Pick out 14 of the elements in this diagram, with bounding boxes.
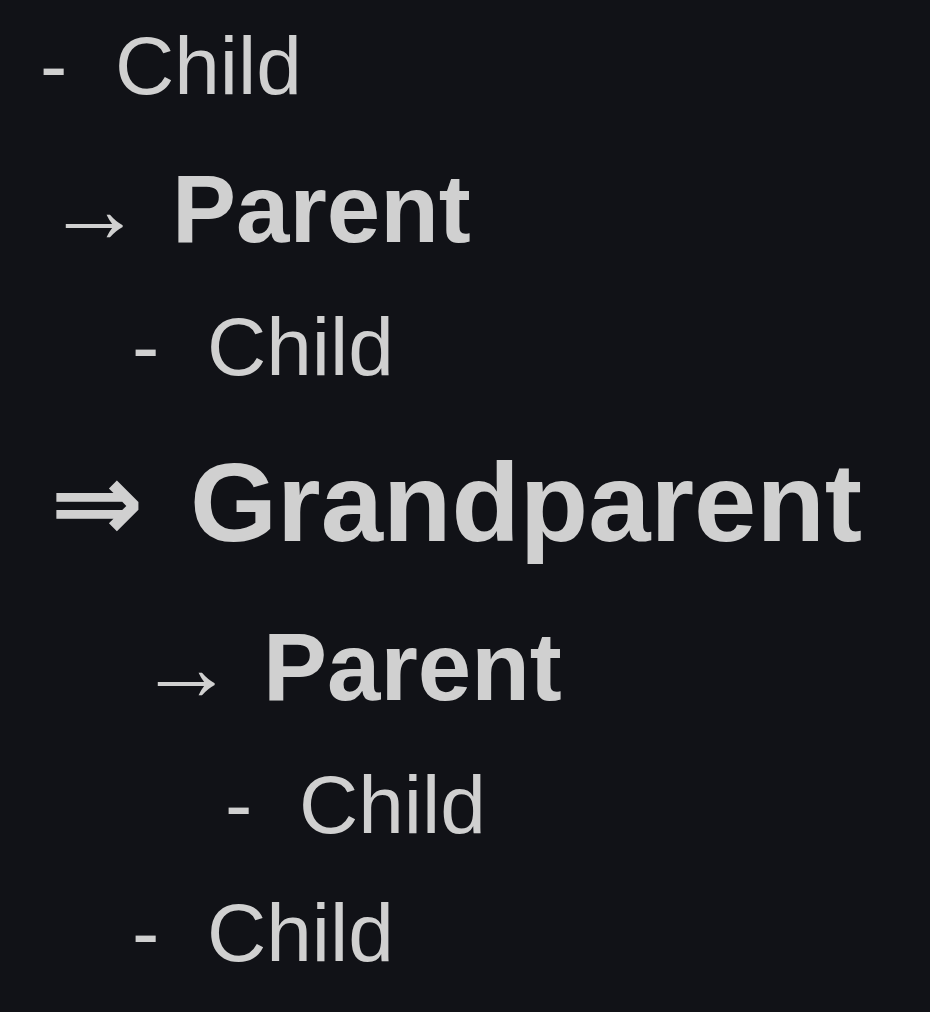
list-heading: Grandparent — [190, 439, 863, 567]
list-item-text: Child — [299, 758, 486, 853]
list-heading: Parent — [172, 154, 471, 265]
bullet-marker: - — [132, 886, 160, 981]
arrow-marker: → — [46, 154, 142, 265]
bullet-marker: - — [225, 758, 253, 853]
bullet-marker: - — [40, 19, 68, 114]
double-arrow-marker: ⇒ — [50, 439, 144, 567]
list-item-text: Child — [207, 300, 394, 395]
list-heading: Parent — [263, 612, 562, 723]
list-item-text: Child — [115, 19, 302, 114]
bullet-marker: - — [132, 300, 160, 395]
list-item-text: Child — [207, 886, 394, 981]
arrow-marker: → — [138, 612, 234, 723]
